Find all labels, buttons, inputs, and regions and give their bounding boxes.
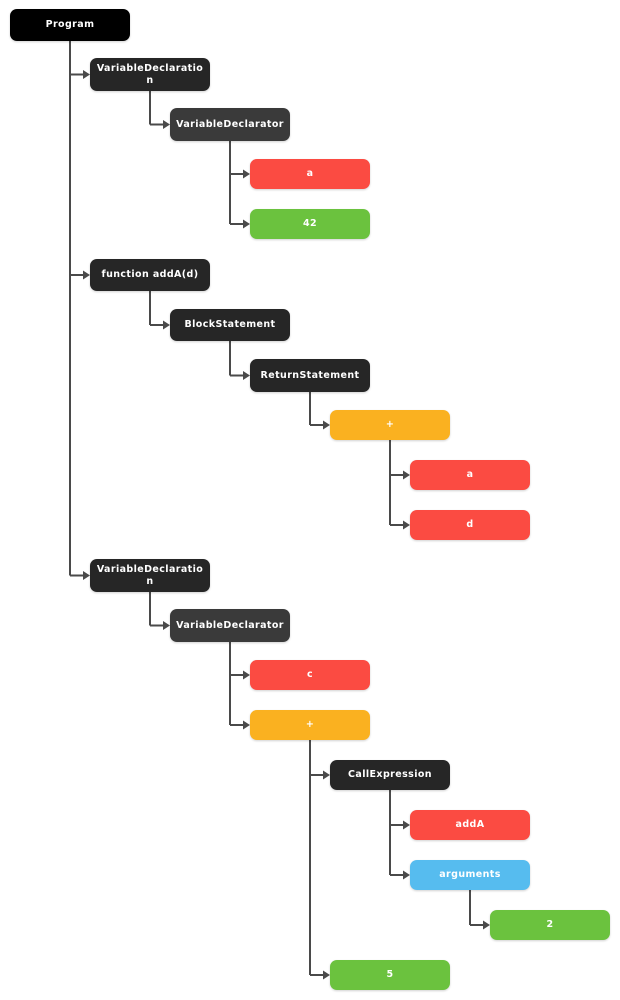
ast-node-lit-2[interactable]: 2 [490, 910, 610, 940]
ast-node-lit-5[interactable]: 5 [330, 960, 450, 990]
edge-arrowhead-lit-42 [243, 219, 250, 229]
ast-node-label: + [385, 419, 395, 430]
edge-arrowhead-arguments [403, 870, 410, 880]
edge-arrowhead-vardtor2 [163, 621, 170, 630]
ast-node-id-c[interactable]: c [250, 660, 370, 690]
edge-arrowhead-blockstmt [163, 320, 170, 330]
edge-arrowhead-id-a2 [403, 470, 410, 480]
edge-arrowhead-op-plus2 [243, 720, 250, 730]
ast-node-op-plus1[interactable]: + [330, 410, 450, 440]
edge-arrowhead-lit-5 [323, 970, 330, 980]
ast-node-arguments[interactable]: arguments [410, 860, 530, 890]
ast-node-id-d[interactable]: d [410, 510, 530, 540]
ast-node-label: d [466, 519, 474, 530]
ast-node-label: c [306, 669, 314, 680]
ast-node-label: + [305, 719, 315, 730]
edge-arrowhead-vardecl1 [83, 70, 90, 79]
edge-arrowhead-callexpr [323, 770, 330, 780]
ast-node-callexpr[interactable]: CallExpression [330, 760, 450, 790]
edge-arrowhead-id-c [243, 670, 250, 680]
edge-arrowhead-returnstmt [243, 371, 250, 380]
ast-node-label: BlockStatement [184, 319, 276, 330]
edge-arrowhead-id-d [403, 520, 410, 530]
ast-node-returnstmt[interactable]: ReturnStatement [250, 359, 370, 392]
ast-node-vardtor1[interactable]: VariableDeclarator [170, 108, 290, 141]
edge-arrowhead-vardecl2 [83, 571, 90, 580]
edge-arrowhead-id-addA [403, 820, 410, 830]
ast-node-label: VariableDeclarator [176, 118, 284, 130]
edge-arrowhead-vardtor1 [163, 120, 170, 129]
ast-node-label: VariableDeclarator [176, 619, 284, 631]
ast-node-label: a [306, 168, 314, 179]
ast-node-program[interactable]: Program [10, 9, 130, 41]
ast-node-label: VariableDeclaration [96, 62, 204, 86]
ast-node-blockstmt[interactable]: BlockStatement [170, 309, 290, 341]
ast-node-label: ReturnStatement [260, 369, 360, 381]
ast-node-label: VariableDeclaration [96, 563, 204, 587]
ast-node-label: addA [455, 819, 485, 830]
ast-node-vardecl1[interactable]: VariableDeclaration [90, 58, 210, 91]
ast-node-label: 2 [546, 919, 554, 930]
ast-node-label: function addA(d) [101, 269, 199, 280]
ast-node-label: arguments [439, 869, 501, 880]
ast-node-label: 5 [386, 969, 394, 980]
edge-arrowhead-id-a1 [243, 169, 250, 179]
ast-node-label: 42 [302, 218, 318, 229]
ast-node-vardecl2[interactable]: VariableDeclaration [90, 559, 210, 592]
ast-node-op-plus2[interactable]: + [250, 710, 370, 740]
edge-arrowhead-lit-2 [483, 920, 490, 930]
ast-node-id-a2[interactable]: a [410, 460, 530, 490]
edge-arrowhead-op-plus1 [323, 420, 330, 430]
ast-node-funcaddA[interactable]: function addA(d) [90, 259, 210, 291]
ast-node-label: a [466, 469, 474, 480]
ast-node-id-a1[interactable]: a [250, 159, 370, 189]
ast-node-vardtor2[interactable]: VariableDeclarator [170, 609, 290, 642]
ast-node-label: Program [45, 19, 95, 30]
edge-arrowhead-funcaddA [83, 270, 90, 280]
ast-node-id-addA[interactable]: addA [410, 810, 530, 840]
ast-node-label: CallExpression [348, 769, 432, 780]
ast-node-lit-42[interactable]: 42 [250, 209, 370, 239]
